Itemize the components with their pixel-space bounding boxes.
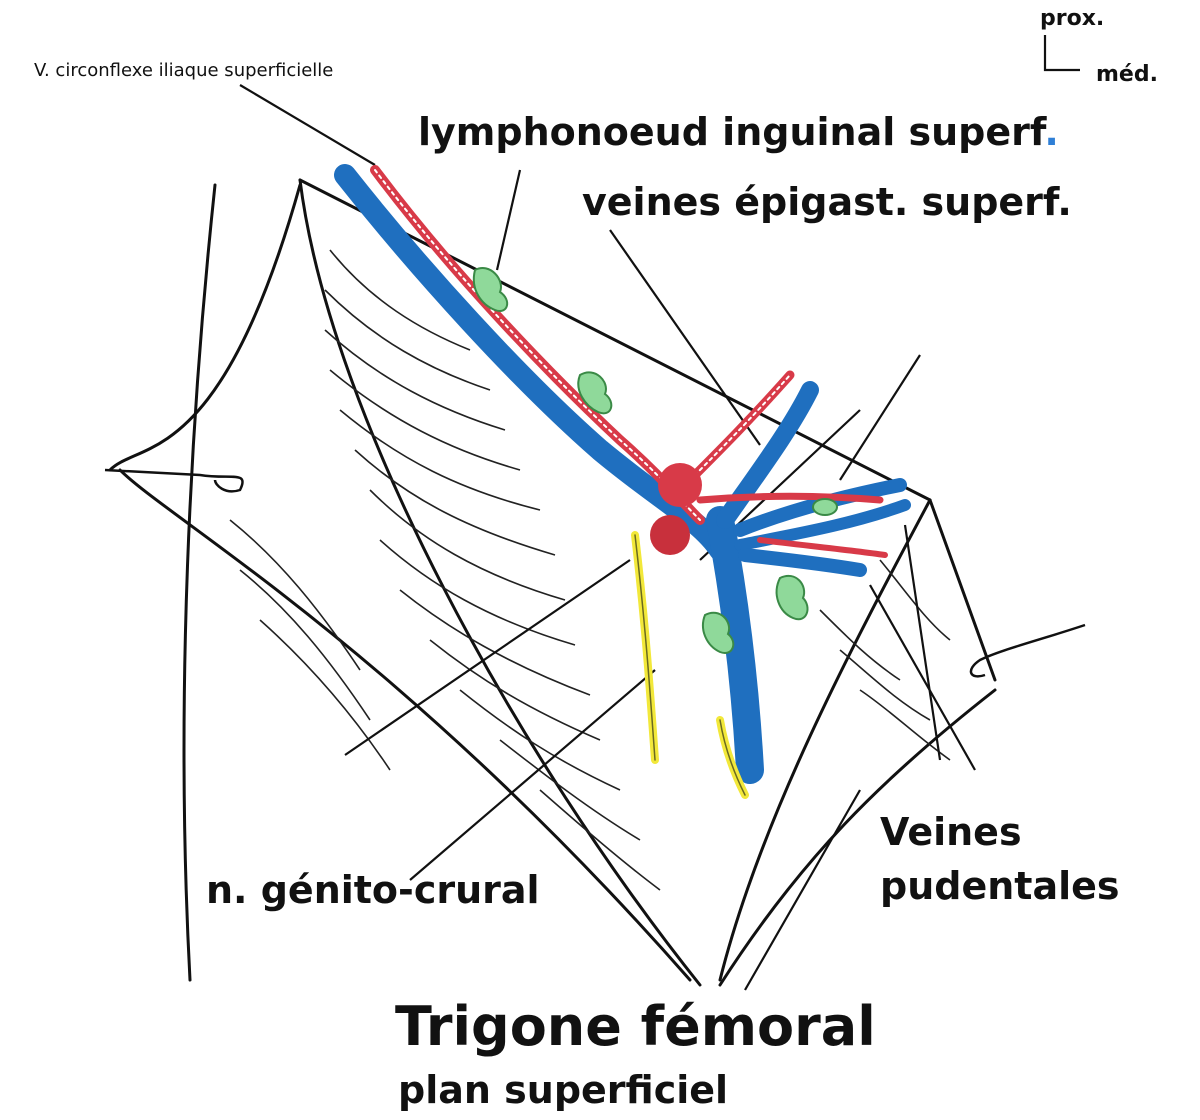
label-epigastric-veins: veines épigast. superf.	[582, 180, 1072, 224]
lymph-node	[777, 576, 808, 619]
arteries	[375, 170, 885, 555]
label-lymph-node: lymphonoeud inguinal superf.	[418, 110, 1059, 154]
label-genitofemoral-nerve: n. génito-crural	[206, 868, 540, 912]
label-lymph-node-dot: .	[1044, 110, 1058, 154]
thigh-outline	[110, 180, 995, 985]
diagram-subtitle: plan superficiel	[398, 1068, 728, 1112]
label-pudendal-veins-line1: Veines	[880, 810, 1022, 854]
lymph-node	[813, 499, 837, 515]
retractor-hooks	[105, 470, 1085, 676]
orientation-proximal: prox.	[1040, 6, 1104, 31]
diagram-title: Trigone fémoral	[395, 995, 876, 1058]
orientation-medial: méd.	[1096, 62, 1158, 87]
label-circumflex-vein: V. circonflexe iliaque superficielle	[34, 60, 333, 81]
veins	[345, 175, 905, 770]
label-pudendal-veins-line2: pudentales	[880, 864, 1120, 908]
lymph-nodes	[474, 268, 837, 653]
label-lymph-node-text: lymphonoeud inguinal superf	[418, 110, 1044, 154]
lymph-node	[474, 268, 507, 311]
